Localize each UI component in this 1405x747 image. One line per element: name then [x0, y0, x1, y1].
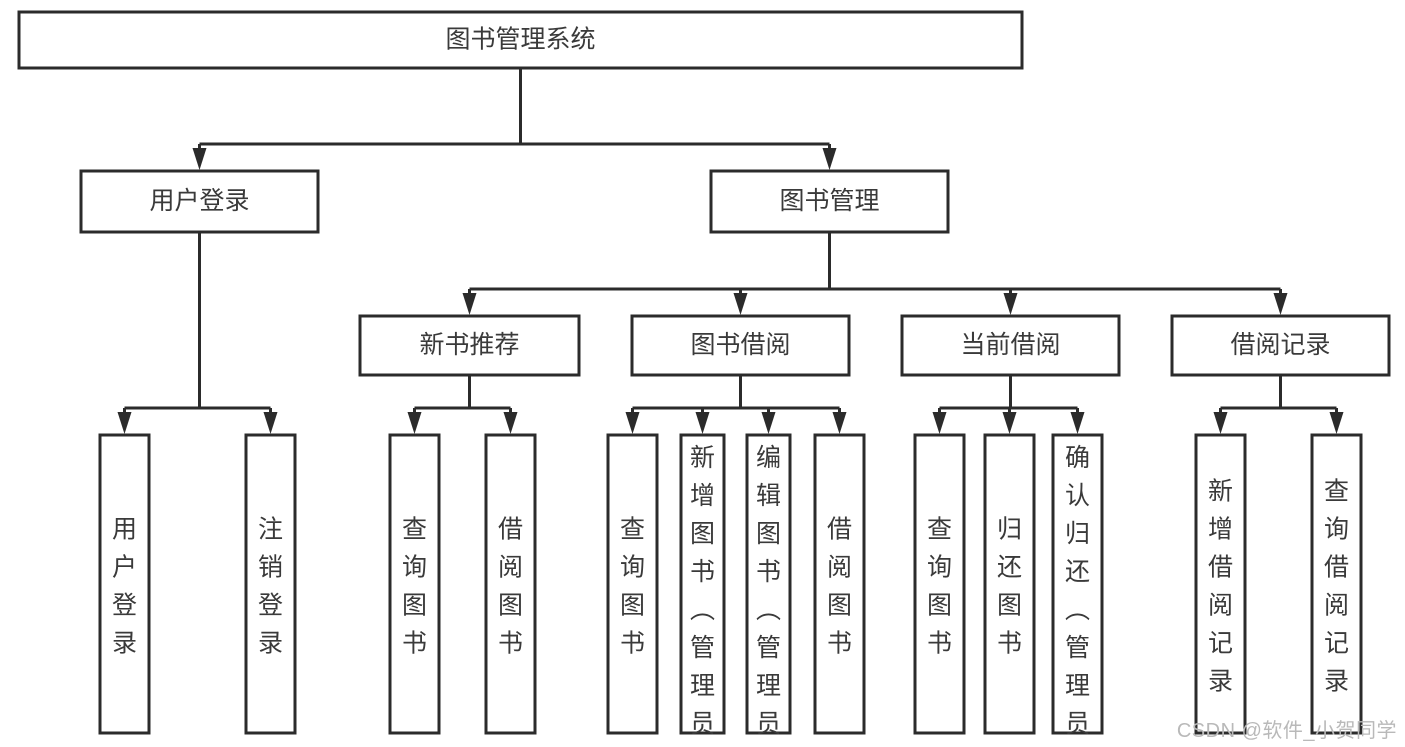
edge-group-from-borrow-record — [1213, 375, 1344, 434]
node-leaf-borrow-book-2[interactable]: 借阅图书 — [813, 433, 866, 735]
node-leaf-confirm-return[interactable]: 确认归还︵管理员︶ — [1051, 433, 1104, 747]
arrow-head-leaf-return-book — [1002, 412, 1017, 434]
node-borrow-record[interactable]: 借阅记录 — [1170, 314, 1391, 377]
node-book-manage[interactable]: 图书管理 — [709, 169, 950, 234]
node-label-leaf-add-record: 新增借阅记录 — [1208, 478, 1233, 696]
arrow-head-leaf-query-book-2 — [625, 412, 640, 434]
arrow-head-leaf-borrow-book-1 — [503, 412, 518, 434]
edge-group-from-book-manage — [462, 232, 1288, 315]
arrow-head-borrow-record — [1273, 293, 1288, 315]
edge-group-from-book-borrow — [625, 375, 847, 434]
node-box-leaf-query-book-1 — [388, 433, 441, 735]
arrow-head-book-manage — [822, 148, 837, 170]
node-box-borrow-record — [1170, 314, 1391, 377]
node-box-leaf-user-login — [98, 433, 151, 735]
arrow-head-leaf-add-book — [695, 412, 710, 434]
node-box-leaf-add-record — [1194, 433, 1247, 735]
arrow-head-leaf-user-login — [117, 412, 132, 434]
node-label-leaf-borrow-book-1: 借阅图书 — [498, 516, 523, 658]
node-leaf-add-record[interactable]: 新增借阅记录 — [1194, 433, 1247, 735]
node-user-login[interactable]: 用户登录 — [79, 169, 320, 234]
node-box-leaf-confirm-return — [1051, 433, 1104, 735]
node-box-user-login — [79, 169, 320, 234]
node-box-leaf-query-record — [1310, 433, 1363, 735]
node-box-leaf-borrow-book-2 — [813, 433, 866, 735]
node-label-leaf-user-login: 用户登录 — [112, 516, 137, 658]
node-label-new-book-rec: 新书推荐 — [419, 331, 519, 359]
node-box-leaf-add-book — [679, 433, 726, 735]
node-box-leaf-query-book-2 — [606, 433, 659, 735]
node-leaf-edit-book[interactable]: 编辑图书︵管理员︶ — [745, 433, 792, 747]
arrow-head-leaf-borrow-book-2 — [832, 412, 847, 434]
node-leaf-add-book[interactable]: 新增图书︵管理员︶ — [679, 433, 726, 747]
edge-group-from-root — [192, 68, 837, 170]
node-label-leaf-query-book-3: 查询图书 — [927, 516, 952, 658]
node-label-current-borrow: 当前借阅 — [960, 331, 1060, 359]
edge-group-from-current-borrow — [932, 375, 1085, 434]
arrow-head-new-book-rec — [462, 293, 477, 315]
node-label-leaf-borrow-book-2: 借阅图书 — [827, 516, 852, 658]
node-current-borrow[interactable]: 当前借阅 — [900, 314, 1121, 377]
node-box-leaf-borrow-book-1 — [484, 433, 537, 735]
node-leaf-return-book[interactable]: 归还图书 — [983, 433, 1036, 735]
arrow-head-leaf-logout — [263, 412, 278, 434]
edge-group-from-new-book-rec — [407, 375, 518, 434]
arrow-head-leaf-query-book-3 — [932, 412, 947, 434]
node-label-book-manage: 图书管理 — [779, 187, 879, 215]
node-book-borrow[interactable]: 图书借阅 — [630, 314, 851, 377]
arrow-head-user-login — [192, 148, 207, 170]
csdn-watermark: CSDN @软件_小贺同学 — [1176, 720, 1397, 742]
node-leaf-query-book-1[interactable]: 查询图书 — [388, 433, 441, 735]
node-box-current-borrow — [900, 314, 1121, 377]
arrow-head-leaf-query-book-1 — [407, 412, 422, 434]
arrow-head-leaf-add-record — [1213, 412, 1228, 434]
node-label-leaf-query-book-2: 查询图书 — [620, 516, 645, 658]
node-label-leaf-add-book: 新增图书︵管理员︶ — [690, 444, 715, 747]
arrow-head-leaf-confirm-return — [1070, 412, 1085, 434]
arrow-head-leaf-edit-book — [761, 412, 776, 434]
node-label-leaf-edit-book: 编辑图书︵管理员︶ — [756, 444, 781, 747]
node-label-leaf-query-book-1: 查询图书 — [402, 516, 427, 658]
node-label-borrow-record: 借阅记录 — [1230, 331, 1330, 359]
node-leaf-borrow-book-1[interactable]: 借阅图书 — [484, 433, 537, 735]
node-leaf-query-book-3[interactable]: 查询图书 — [913, 433, 966, 735]
node-label-leaf-query-record: 查询借阅记录 — [1324, 478, 1349, 696]
nodes-layer: 图书管理系统用户登录图书管理新书推荐图书借阅当前借阅借阅记录用户登录注销登录查询… — [17, 10, 1391, 747]
node-label-book-borrow: 图书借阅 — [690, 331, 790, 359]
node-box-leaf-return-book — [983, 433, 1036, 735]
node-root[interactable]: 图书管理系统 — [17, 10, 1024, 70]
node-label-leaf-logout: 注销登录 — [258, 516, 283, 658]
edge-group-from-user-login — [117, 232, 278, 434]
node-label-leaf-confirm-return: 确认归还︵管理员︶ — [1065, 444, 1090, 747]
node-box-leaf-logout — [244, 433, 297, 735]
node-box-leaf-query-book-3 — [913, 433, 966, 735]
node-box-book-borrow — [630, 314, 851, 377]
edges-layer — [117, 68, 1344, 434]
node-box-root — [17, 10, 1024, 70]
node-leaf-user-login[interactable]: 用户登录 — [98, 433, 151, 735]
arrow-head-book-borrow — [733, 293, 748, 315]
arrow-head-current-borrow — [1003, 293, 1018, 315]
node-box-leaf-edit-book — [745, 433, 792, 735]
node-leaf-query-book-2[interactable]: 查询图书 — [606, 433, 659, 735]
node-label-user-login: 用户登录 — [149, 187, 249, 215]
node-new-book-rec[interactable]: 新书推荐 — [358, 314, 581, 377]
node-leaf-logout[interactable]: 注销登录 — [244, 433, 297, 735]
node-box-book-manage — [709, 169, 950, 234]
node-leaf-query-record[interactable]: 查询借阅记录 — [1310, 433, 1363, 735]
arrow-head-leaf-query-record — [1329, 412, 1344, 434]
node-box-new-book-rec — [358, 314, 581, 377]
node-label-root: 图书管理系统 — [445, 26, 595, 54]
node-label-leaf-return-book: 归还图书 — [997, 516, 1022, 658]
